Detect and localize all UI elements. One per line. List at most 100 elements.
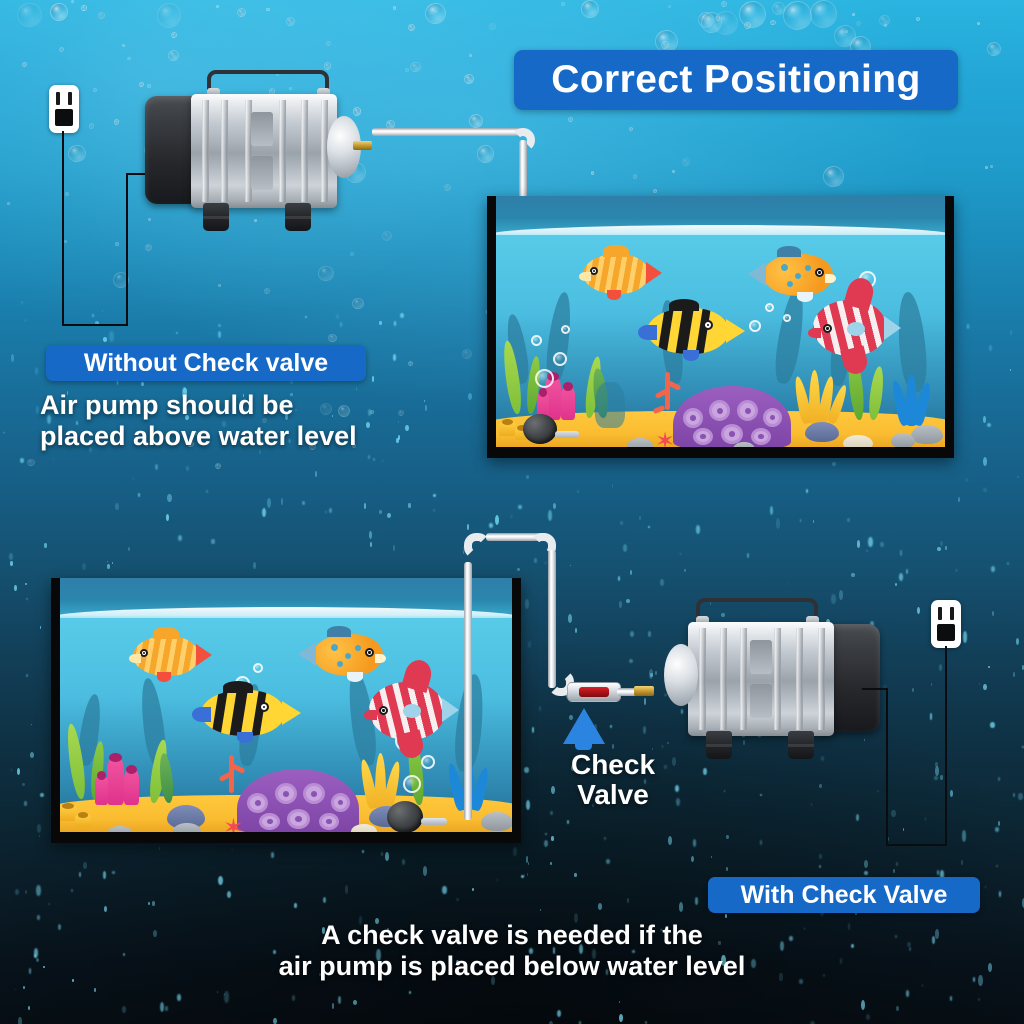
background-sparkle xyxy=(408,502,411,509)
background-sparkle xyxy=(433,494,436,497)
background-sparkle xyxy=(896,862,898,867)
shell xyxy=(843,435,873,450)
fish-dorsal-fin xyxy=(603,245,629,257)
background-sparkle xyxy=(328,507,333,513)
background-sparkle xyxy=(58,924,62,930)
background-sparkle xyxy=(643,698,647,705)
background-sparkle xyxy=(442,886,447,895)
background-sparkle xyxy=(908,946,911,952)
background-sparkle xyxy=(194,430,198,435)
background-sparkle xyxy=(35,958,39,963)
background-bubble xyxy=(65,191,70,196)
background-sparkle xyxy=(524,767,529,773)
air-stone xyxy=(523,414,557,444)
background-sparkle xyxy=(103,905,107,913)
background-sparkle xyxy=(147,901,151,906)
background-sparkle xyxy=(176,332,178,335)
background-bubble xyxy=(443,183,451,191)
background-sparkle xyxy=(831,594,836,604)
fish-mouth xyxy=(375,654,386,663)
tank-bubble xyxy=(783,314,791,322)
fish-red-white-angelfish xyxy=(808,274,901,377)
background-sparkle xyxy=(1006,562,1009,565)
background-sparkle xyxy=(344,885,348,894)
background-sparkle xyxy=(1022,664,1024,671)
background-bubble xyxy=(114,119,120,125)
background-sparkle xyxy=(34,954,37,959)
background-sparkle xyxy=(382,460,384,462)
background-bubble xyxy=(216,5,220,9)
arrow-up-icon xyxy=(563,708,605,744)
background-sparkle xyxy=(955,568,958,572)
background-sparkle xyxy=(218,876,223,886)
background-sparkle xyxy=(625,598,630,604)
tank-glass: ✶ xyxy=(51,578,521,843)
background-bubble xyxy=(319,402,332,415)
background-sparkle xyxy=(47,414,52,424)
background-sparkle xyxy=(9,553,13,561)
background-sparkle xyxy=(877,789,880,792)
background-bubble xyxy=(145,243,153,251)
background-bubble xyxy=(113,272,129,288)
fish-mouth xyxy=(364,710,377,720)
background-sparkle xyxy=(385,852,390,861)
background-sparkle xyxy=(509,939,511,942)
background-bubble xyxy=(409,61,421,73)
background-sparkle xyxy=(552,503,556,510)
background-sparkle xyxy=(721,612,725,617)
background-bubble xyxy=(629,126,634,131)
pump-brass-fitting xyxy=(353,141,372,150)
background-sparkle xyxy=(931,936,936,944)
plug-slot-right xyxy=(68,92,72,105)
background-bubble xyxy=(851,12,856,17)
pump-fin xyxy=(699,627,706,731)
power-cord-segment-right xyxy=(62,324,128,326)
background-sparkle xyxy=(997,777,1000,782)
pump-brass-fitting-bottom xyxy=(634,686,654,696)
background-bubble xyxy=(681,157,691,167)
background-sparkle xyxy=(92,314,95,317)
background-sparkle xyxy=(839,958,842,965)
coral-ring xyxy=(737,400,758,421)
badge-label: With Check Valve xyxy=(740,880,948,909)
coral-ring xyxy=(751,428,771,445)
background-bubble xyxy=(809,0,838,28)
background-bubble xyxy=(976,21,981,25)
fish-pectoral-fin xyxy=(403,704,421,718)
background-bubble xyxy=(290,393,294,397)
background-sparkle xyxy=(611,744,615,750)
fish-orange-striped xyxy=(129,627,212,682)
background-bubble xyxy=(823,166,844,187)
background-sparkle xyxy=(863,860,868,869)
air-tube-corner-top xyxy=(511,128,535,152)
background-bubble xyxy=(318,265,334,282)
background-sparkle xyxy=(592,949,596,960)
background-sparkle xyxy=(743,740,745,745)
background-sparkle xyxy=(618,576,621,582)
background-sparkle xyxy=(211,538,215,545)
background-sparkle xyxy=(998,821,1000,826)
background-sparkle xyxy=(647,630,651,638)
background-bubble xyxy=(382,230,393,241)
background-sparkle xyxy=(940,541,943,547)
background-sparkle xyxy=(318,973,322,976)
background-bubble xyxy=(308,443,316,451)
background-bubble xyxy=(261,417,267,423)
background-sparkle xyxy=(295,409,297,411)
power-plug-icon-bottom xyxy=(931,600,961,648)
pink-tube-coral xyxy=(107,753,124,805)
badge-label: Without Check valve xyxy=(83,348,329,377)
background-sparkle xyxy=(89,447,93,453)
background-sparkle xyxy=(578,943,583,954)
background-sparkle xyxy=(933,775,938,780)
background-sparkle xyxy=(972,976,975,982)
background-sparkle xyxy=(819,783,823,788)
background-sparkle xyxy=(962,630,968,643)
background-sparkle xyxy=(679,553,682,555)
background-sparkle xyxy=(597,903,603,910)
fish-pelvic-fin xyxy=(157,672,171,682)
background-bubble xyxy=(138,82,144,87)
background-sparkle xyxy=(550,861,552,865)
background-bubble xyxy=(349,251,355,257)
background-sparkle xyxy=(40,793,44,798)
